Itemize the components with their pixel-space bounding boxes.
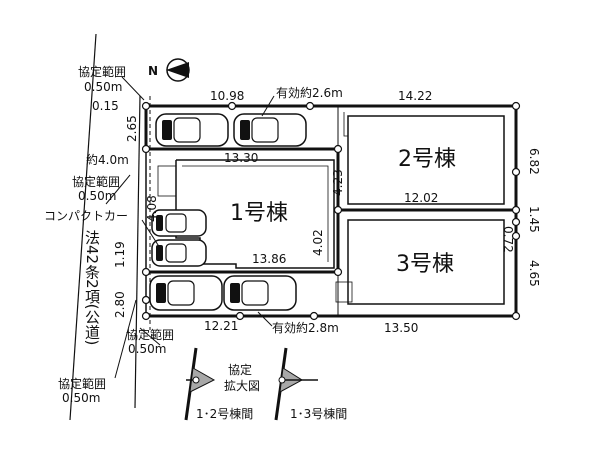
agreement-value: 0.50m <box>84 80 122 94</box>
road-edge-line <box>69 33 97 421</box>
dim-bottom-right: 13.50 <box>384 321 418 335</box>
dim-top-right: 14.22 <box>398 89 432 103</box>
building-1-inner <box>182 165 329 262</box>
dim-b2-left: 4.23 <box>331 169 345 196</box>
compact-car <box>151 239 207 267</box>
building-3-detail <box>335 281 353 303</box>
boundary-vertices <box>141 101 521 321</box>
parking-car <box>149 275 223 311</box>
agreement-label: 協定範囲 <box>72 174 120 189</box>
building-1-label: 1号棟 <box>230 201 288 226</box>
dim-b1-bottom: 13.86 <box>252 252 286 266</box>
building-2-detail <box>343 112 348 137</box>
agreement-detail-legend: 協定 拡大図 1･2号棟間 1･3号棟間 <box>184 347 347 421</box>
parking-car <box>223 275 297 311</box>
building-3-footprint <box>347 219 505 305</box>
dim-right-lower: 4.65 <box>527 260 541 287</box>
dim-left-265: 2.65 <box>125 115 139 142</box>
dim-b1-top: 13.30 <box>224 151 258 165</box>
leader-line <box>257 311 273 327</box>
legend-title-2: 拡大図 <box>224 379 260 393</box>
leader-line <box>139 327 161 346</box>
legend-caption-right: 1･3号棟間 <box>290 406 347 421</box>
porch <box>157 165 177 197</box>
compact-car-label: コンパクトカー <box>44 209 128 223</box>
agreement-label: 協定範囲 <box>126 327 174 342</box>
dim-b1-inner-right: 4.02 <box>311 229 325 256</box>
dim-left-280: 2.80 <box>113 291 127 318</box>
dim-left-015: 0.15 <box>92 99 119 113</box>
north-label: N <box>148 64 158 78</box>
leader-line <box>121 76 145 101</box>
legend-title-1: 協定 <box>228 362 252 377</box>
building-1-footprint <box>175 159 335 269</box>
dim-right-mid: 1.45 <box>527 206 541 233</box>
road-edge-line <box>134 95 141 409</box>
leader-line <box>105 174 131 205</box>
leader-line <box>141 219 161 249</box>
dim-bottom-left: 12.21 <box>204 319 238 333</box>
road-label: 法42条2項(公道) <box>83 230 101 345</box>
agreement-value: 0.50m <box>62 391 100 405</box>
agreement-label: 協定範囲 <box>58 376 106 391</box>
approx-width-label: 約4.0m <box>86 152 129 167</box>
agreement-value: 0.50m <box>128 342 166 356</box>
dim-top-left: 10.98 <box>210 89 244 103</box>
dim-b3-right: 0.72 <box>501 226 515 253</box>
dim-left-119: 1.19 <box>113 241 127 268</box>
dim-b1-left: 4.08 <box>145 195 159 222</box>
compact-car <box>151 209 207 237</box>
leader-line <box>114 299 137 379</box>
building-2-label: 2号棟 <box>398 147 456 172</box>
dim-right-upper: 6.82 <box>527 148 541 175</box>
dim-b2-bottom: 12.02 <box>404 191 438 205</box>
leader-line <box>261 95 275 117</box>
parking-car <box>155 113 229 147</box>
effective-width-top: 有効約2.6m <box>276 85 343 100</box>
agreement-value: 0.50m <box>78 189 116 203</box>
effective-width-bottom: 有効約2.8m <box>272 320 339 335</box>
north-arrow-icon: N <box>148 58 190 82</box>
legend-caption-left: 1･2号棟間 <box>196 406 253 421</box>
building-2-footprint <box>347 115 505 205</box>
parking-car <box>233 113 307 147</box>
agreement-label: 協定範囲 <box>78 64 126 79</box>
building-3-label: 3号棟 <box>396 252 454 277</box>
